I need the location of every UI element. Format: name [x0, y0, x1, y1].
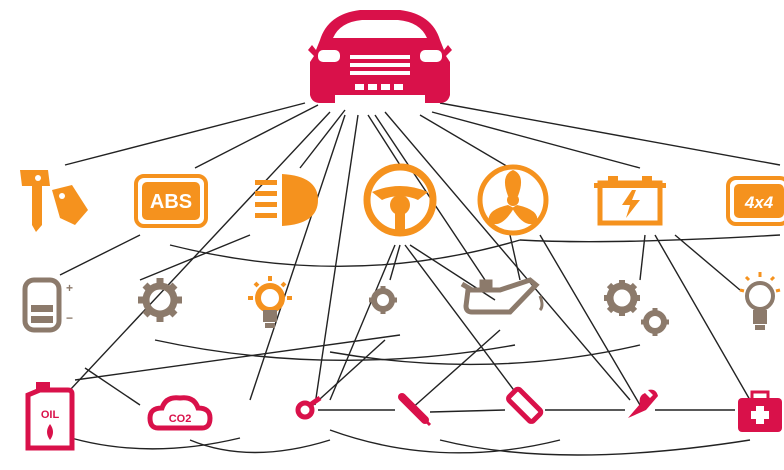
- steering-wheel-icon: [363, 163, 437, 237]
- svg-text:−: −: [66, 311, 73, 325]
- screwdriver-icon: [398, 393, 432, 427]
- key-tag-icon: [20, 170, 88, 232]
- battery-icon: [594, 176, 666, 226]
- four-wheel-drive-icon: 4x4: [726, 176, 784, 226]
- four-wheel-drive-label: 4x4: [744, 193, 774, 212]
- battery-cell-icon: + −: [22, 277, 73, 333]
- bulb-icon: [739, 272, 781, 330]
- wrench-icon: [628, 389, 658, 418]
- oil-label: OIL: [41, 409, 60, 421]
- headlight-icon: [255, 174, 318, 226]
- small-gear-icon: [369, 286, 397, 314]
- double-gear-icon: [604, 280, 669, 336]
- gear-icon: [138, 278, 182, 322]
- svg-text:+: +: [66, 281, 73, 295]
- connection-lines: [54, 102, 781, 456]
- co2-label: CO2: [169, 413, 192, 425]
- spanner-ring-icon: [295, 395, 322, 420]
- fan-icon: [477, 164, 549, 236]
- first-aid-kit-icon: [738, 390, 782, 432]
- abs-warning-icon: ABS: [134, 174, 208, 228]
- oil-can-icon: [460, 277, 544, 315]
- car-front-icon: [308, 10, 452, 103]
- light-bulb-icon: [248, 276, 292, 328]
- spark-plug-icon: [506, 386, 544, 424]
- co2-cloud-icon: CO2: [147, 395, 213, 431]
- oil-jerrycan-icon: OIL: [25, 382, 75, 451]
- abs-label: ABS: [150, 191, 192, 213]
